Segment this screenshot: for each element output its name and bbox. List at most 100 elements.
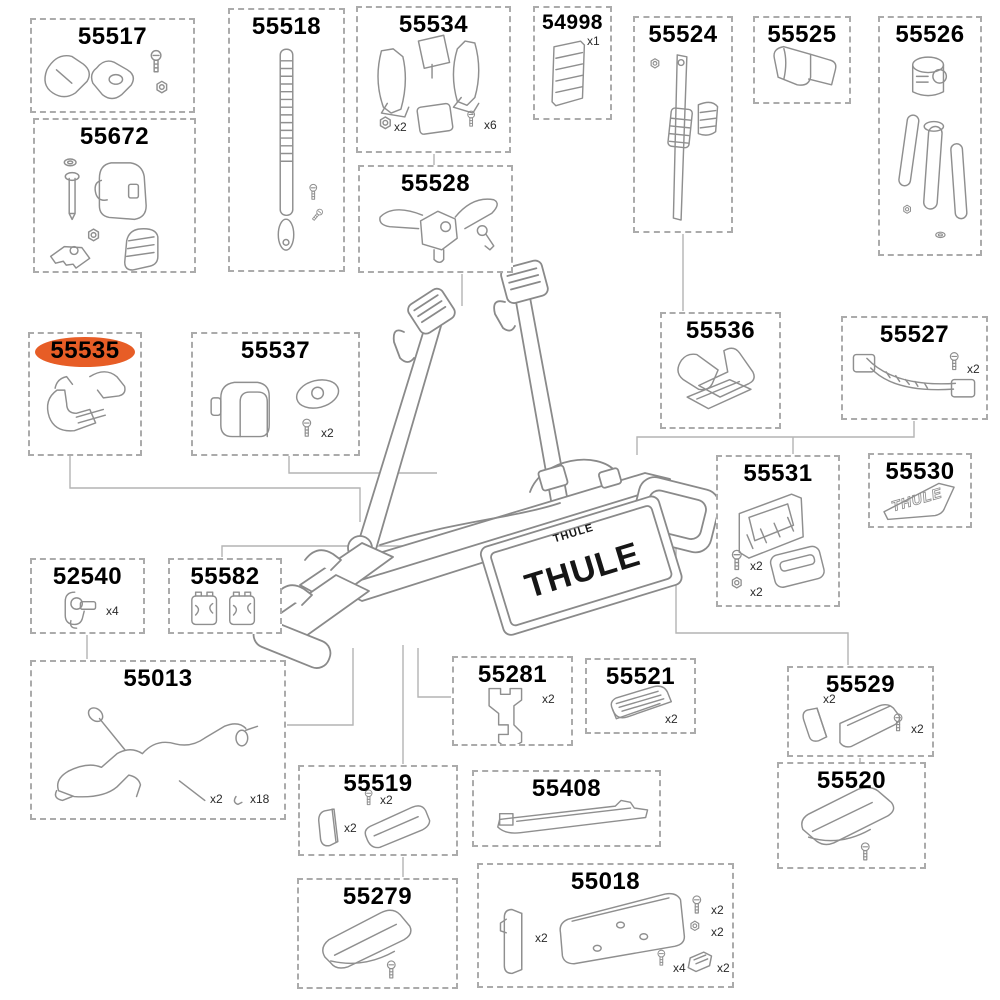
part-box-55537[interactable]: 55537 x2 <box>191 332 360 456</box>
part-illustration <box>677 347 755 410</box>
part-number: 55013 <box>123 665 193 692</box>
part-number: 52540 <box>52 563 123 590</box>
part-illustration <box>191 591 256 626</box>
thule-badge-text: THULE <box>890 486 944 516</box>
part-illustration <box>322 909 412 979</box>
part-illustration <box>44 49 168 100</box>
part-illustration <box>277 48 325 251</box>
part-box-55524[interactable]: 55524 <box>633 16 733 233</box>
part-box-55526[interactable]: 55526 <box>878 16 982 256</box>
part-box-55529[interactable]: 55529 x2 x2 <box>787 666 934 757</box>
part-illustration <box>773 45 837 86</box>
qty-label: x2 <box>711 925 724 939</box>
part-number: 55582 <box>190 563 260 590</box>
part-box-55534[interactable]: 55534 x2 x6 <box>356 6 511 153</box>
part-number: 55521 <box>605 663 676 690</box>
part-box-55279[interactable]: 55279 <box>297 878 458 989</box>
part-number: 55529 <box>825 671 896 698</box>
part-number: 55525 <box>767 21 837 48</box>
part-illustration <box>318 789 431 849</box>
qty-label: x2 <box>344 821 357 835</box>
part-number: 55517 <box>77 23 148 50</box>
qty-label: x2 <box>967 362 980 376</box>
part-illustration <box>497 799 649 834</box>
part-illustration <box>852 352 976 398</box>
qty-label: x2 <box>394 120 407 134</box>
part-number: 55518 <box>251 13 322 40</box>
part-number: 55672 <box>79 123 150 150</box>
qty-label: x1 <box>587 34 600 48</box>
part-illustration <box>54 707 259 806</box>
highlight-ellipse: 55535 <box>35 337 135 367</box>
part-number: 55281 <box>477 661 548 688</box>
part-illustration <box>499 892 713 975</box>
part-box-55517[interactable]: 55517 <box>30 18 195 113</box>
part-box-55672[interactable]: 55672 <box>33 118 196 273</box>
part-box-55531[interactable]: 55531 x2 x2 <box>716 455 840 607</box>
qty-label: x2 <box>911 722 924 736</box>
part-illustration <box>379 198 498 264</box>
qty-label: x2 <box>711 903 724 917</box>
part-box-55528[interactable]: 55528 <box>358 165 513 273</box>
part-number: 55536 <box>685 317 756 344</box>
qty-label: x2 <box>321 426 334 440</box>
part-number: 55520 <box>816 767 887 794</box>
thule-logo-large: THULE <box>521 535 645 606</box>
qty-label: x2 <box>717 961 730 975</box>
part-box-55536[interactable]: 55536 <box>660 312 781 429</box>
qty-label: x6 <box>484 118 497 132</box>
part-box-55535[interactable]: 55535 <box>28 332 142 456</box>
part-number: 55279 <box>342 883 413 910</box>
part-number: 55530 <box>885 458 955 485</box>
part-box-52540[interactable]: 52540 x4 <box>30 558 145 634</box>
part-illustration <box>210 379 340 438</box>
part-illustration <box>610 685 672 720</box>
part-number: 55527 <box>879 321 950 348</box>
qty-label: x4 <box>106 604 119 618</box>
qty-label: x4 <box>673 961 686 975</box>
bike-rack-drawing: THULE THULE <box>252 259 721 669</box>
part-box-55527[interactable]: 55527 x2 <box>841 316 988 420</box>
part-illustration <box>801 786 895 861</box>
part-number: 55526 <box>895 21 965 48</box>
part-number: 55534 <box>398 11 469 38</box>
part-illustration <box>46 371 126 432</box>
qty-label: x2 <box>750 585 763 599</box>
thule-logo-small: THULE <box>552 522 595 546</box>
part-number: 55018 <box>570 868 641 895</box>
part-number: 55537 <box>240 337 311 364</box>
part-illustration <box>650 54 719 221</box>
qty-label: x2 <box>750 559 763 573</box>
part-number: 55528 <box>400 170 471 197</box>
part-box-54998[interactable]: 54998 x1 <box>533 6 612 120</box>
qty-label: x2 <box>210 792 223 806</box>
part-number: 55524 <box>648 21 718 48</box>
qty-label: x18 <box>250 792 270 806</box>
qty-label: x2 <box>823 692 836 706</box>
part-box-55018[interactable]: 55018 x2 x2 x2 x4 x2 <box>477 863 734 988</box>
part-illustration <box>488 687 523 744</box>
part-box-55521[interactable]: 55521 x2 <box>585 658 696 734</box>
part-box-55525[interactable]: 55525 <box>753 16 851 104</box>
part-box-55519[interactable]: 55519 x2 x2 <box>298 765 458 856</box>
part-illustration <box>802 704 903 748</box>
part-illustration <box>377 34 480 135</box>
part-box-55013[interactable]: 55013 x2 x18 <box>30 660 286 820</box>
part-box-55530[interactable]: 55530 THULE <box>868 453 972 528</box>
part-illustration <box>551 40 586 107</box>
part-illustration <box>64 591 97 629</box>
part-illustration: THULE <box>883 482 955 521</box>
part-box-55408[interactable]: 55408 <box>472 770 661 847</box>
qty-label: x2 <box>380 793 393 807</box>
part-box-55518[interactable]: 55518 <box>228 8 345 272</box>
part-number: 55531 <box>743 460 813 487</box>
part-box-55520[interactable]: 55520 <box>777 762 926 869</box>
part-number: 55519 <box>343 770 413 797</box>
part-illustration <box>898 56 968 239</box>
part-box-55582[interactable]: 55582 <box>168 558 282 634</box>
part-number: 54998 <box>542 11 603 34</box>
qty-label: x2 <box>542 692 555 706</box>
qty-label: x2 <box>535 931 548 945</box>
part-box-55281[interactable]: 55281 x2 <box>452 656 573 746</box>
